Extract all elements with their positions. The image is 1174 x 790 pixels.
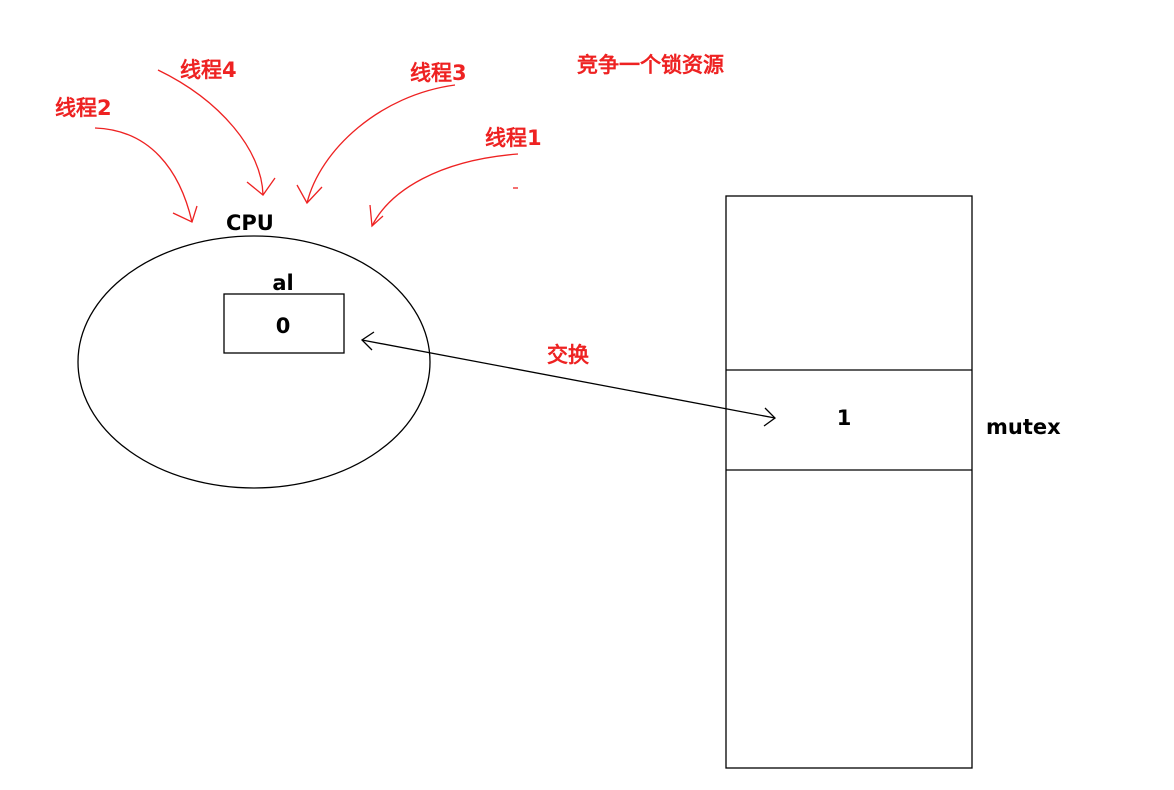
thread-2-label: 线程2 [55,96,112,120]
thread-3-label: 线程3 [410,61,467,85]
register-value: 0 [276,314,291,338]
mutex-value: 1 [837,406,852,430]
thread-4-arrow [157,69,276,196]
thread-1-label: 线程1 [485,126,542,150]
mutex-label: mutex [986,415,1061,439]
thread-2-arrow [94,127,198,223]
exchange-label: 交换 [547,343,590,367]
register-name: al [272,271,293,295]
cpu-ellipse [77,235,431,489]
exchange-arrow [360,331,776,427]
diagram-title: 竞争一个锁资源 [577,53,724,77]
register-box [223,293,345,354]
thread-1-arrow [369,153,519,228]
memory-block [725,195,973,769]
thread-3-arrow [296,84,456,205]
cpu-label: CPU [226,211,274,235]
thread-4-label: 线程4 [180,58,237,82]
